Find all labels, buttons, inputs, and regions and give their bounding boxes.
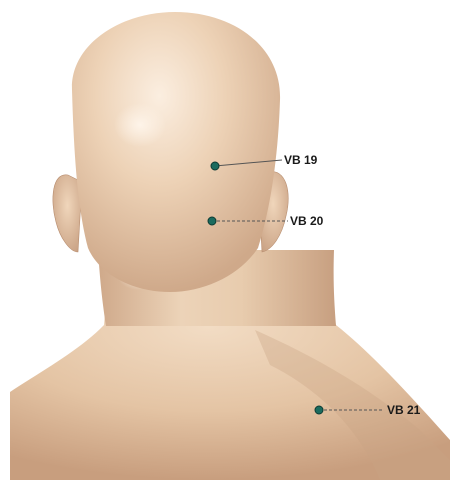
label-vb19: VB 19	[284, 153, 318, 167]
label-vb20: VB 20	[290, 214, 324, 228]
head-highlight	[114, 103, 166, 147]
marker-vb19	[211, 162, 219, 170]
label-vb21: VB 21	[387, 403, 421, 417]
head	[72, 12, 280, 292]
marker-vb20	[208, 217, 216, 225]
marker-vb21	[315, 406, 323, 414]
